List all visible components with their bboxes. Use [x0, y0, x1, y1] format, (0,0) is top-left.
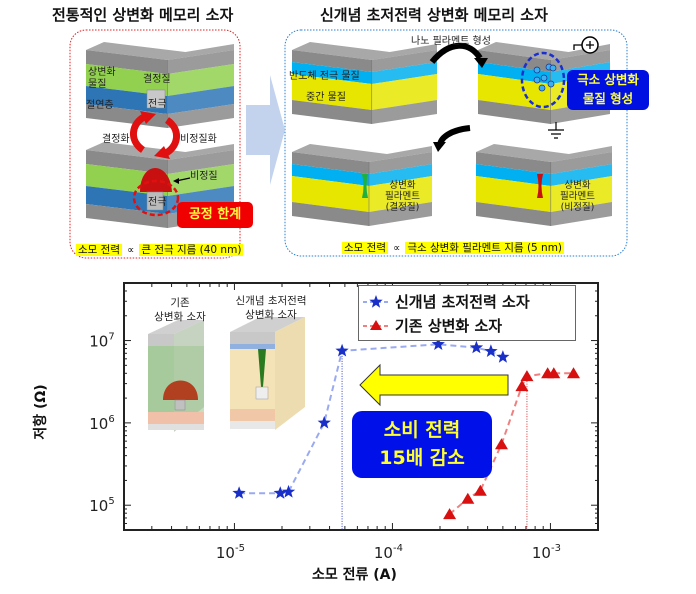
new-stack-initial: [292, 42, 437, 124]
data-point-star: [317, 415, 331, 429]
proportional-symbol: ∝: [393, 243, 401, 254]
device-insets: [148, 317, 305, 432]
left-caption: 소모 전력 ∝ 큰 전극 지름 (40 nm): [76, 238, 244, 257]
tiny-phase-change-badge: 극소 상변화 물질 형성: [567, 70, 649, 110]
transition-arrow-icon: [246, 75, 285, 185]
data-point-star: [273, 486, 287, 499]
data-point-triangle: [461, 492, 475, 504]
label-nano-filament: 나노 필라멘트 형성: [411, 36, 491, 47]
data-point-star: [335, 343, 349, 357]
right-panel-border: [284, 29, 628, 257]
y-tick-label: 105: [89, 496, 114, 515]
legend-triangle-marker: [370, 320, 382, 330]
resistance-current-chart: 10-5 10-4 10-3 105 106 107: [89, 282, 599, 562]
crystallization-arrow-icon: [130, 112, 148, 153]
label-crystalline: 결정질: [143, 74, 171, 85]
label-insulator: 절연층: [86, 100, 114, 111]
reduction-arrow-icon: [359, 363, 509, 407]
label-electrode-bottom: 전극: [148, 197, 167, 208]
data-point-triangle: [520, 370, 534, 382]
label-intermediate: 중간 물질: [306, 92, 346, 103]
data-point-star: [484, 344, 498, 357]
conventional-stack-crystalline: [86, 42, 234, 128]
new-stack-amorphous-filament: [476, 144, 612, 226]
ground-icon: [548, 122, 564, 139]
inset-conventional-label: 기존 상변화 소자: [154, 297, 206, 323]
legend-star-marker: [369, 295, 383, 308]
chart-legend: 신개념 초저전력 소자 기존 상변화 소자: [358, 285, 576, 341]
data-point-star: [469, 340, 484, 354]
data-point-triangle: [443, 508, 457, 520]
limit-circle: [132, 179, 180, 217]
caption-power: 소모 전력: [342, 242, 388, 254]
caption-power: 소모 전력: [76, 244, 122, 256]
data-point-triangle: [494, 438, 508, 450]
label-electrode-top: 전극: [148, 99, 167, 110]
data-point-star: [281, 484, 296, 498]
inset-new-label: 신개념 초저전력 상변화 소자: [235, 295, 307, 321]
new-stack-ion-migration: [478, 42, 610, 124]
data-point-triangle: [473, 484, 487, 496]
ion-circle: [520, 51, 566, 109]
x-tick-label: 10-5: [216, 543, 245, 562]
label-crystallization: 결정화: [102, 134, 130, 145]
filament-crystalline: [362, 174, 368, 198]
legend-entry-conventional: 기존 상변화 소자: [395, 317, 503, 335]
x-tick-label: 10-4: [374, 543, 403, 562]
right-caption: 소모 전력 ∝ 극소 상변화 필라멘트 지름 (5 nm): [342, 236, 565, 255]
new-stack-crystalline-filament: [292, 144, 432, 226]
proportional-symbol: ∝: [127, 245, 135, 256]
data-point-star: [496, 350, 510, 363]
y-tick-label: 107: [89, 332, 114, 351]
legend-entry-new: 신개념 초저전력 소자: [395, 293, 530, 311]
power-reduction-badge: 소비 전력 15배 감소: [352, 411, 492, 478]
data-point-star: [232, 486, 246, 499]
filament-arrow-icon: [429, 42, 483, 64]
label-amorphization: 비정질화: [180, 134, 217, 145]
data-point-triangle: [567, 367, 581, 379]
x-axis-label: 소모 전류 (A): [312, 567, 397, 583]
data-point-triangle: [547, 367, 561, 379]
process-limit-badge: 공정 한계: [177, 202, 253, 228]
data-point-star: [431, 337, 445, 350]
amorphization-arrow-icon: [162, 117, 180, 158]
filament-amorphous: [537, 174, 543, 198]
label-semiconductor-electrode: 반도체 전극 물질: [289, 71, 360, 82]
left-panel-border: [69, 29, 241, 259]
caption-electrode-diameter: 큰 전극 지름 (40 nm): [139, 244, 244, 256]
right-panel-title: 신개념 초저전력 상변화 메모리 소자: [320, 6, 548, 24]
label-filament-amorphous: 상변화 필라멘트 (비정질): [560, 180, 595, 213]
x-tick-label: 10-3: [532, 543, 561, 562]
y-tick-label: 106: [89, 414, 114, 433]
label-phase-change-material: 상변화 물질: [88, 67, 116, 90]
data-point-triangle: [515, 380, 529, 392]
caption-filament-diameter: 극소 상변화 필라멘트 지름 (5 nm): [405, 242, 565, 254]
label-amorphous: 비정질: [190, 171, 218, 182]
y-axis-label: 저항 (Ω): [33, 384, 49, 440]
plot-frame: [123, 282, 599, 531]
left-panel-title: 전통적인 상변화 메모리 소자: [52, 6, 234, 24]
label-filament-crystalline: 상변화 필라멘트 (결정질): [385, 180, 420, 213]
